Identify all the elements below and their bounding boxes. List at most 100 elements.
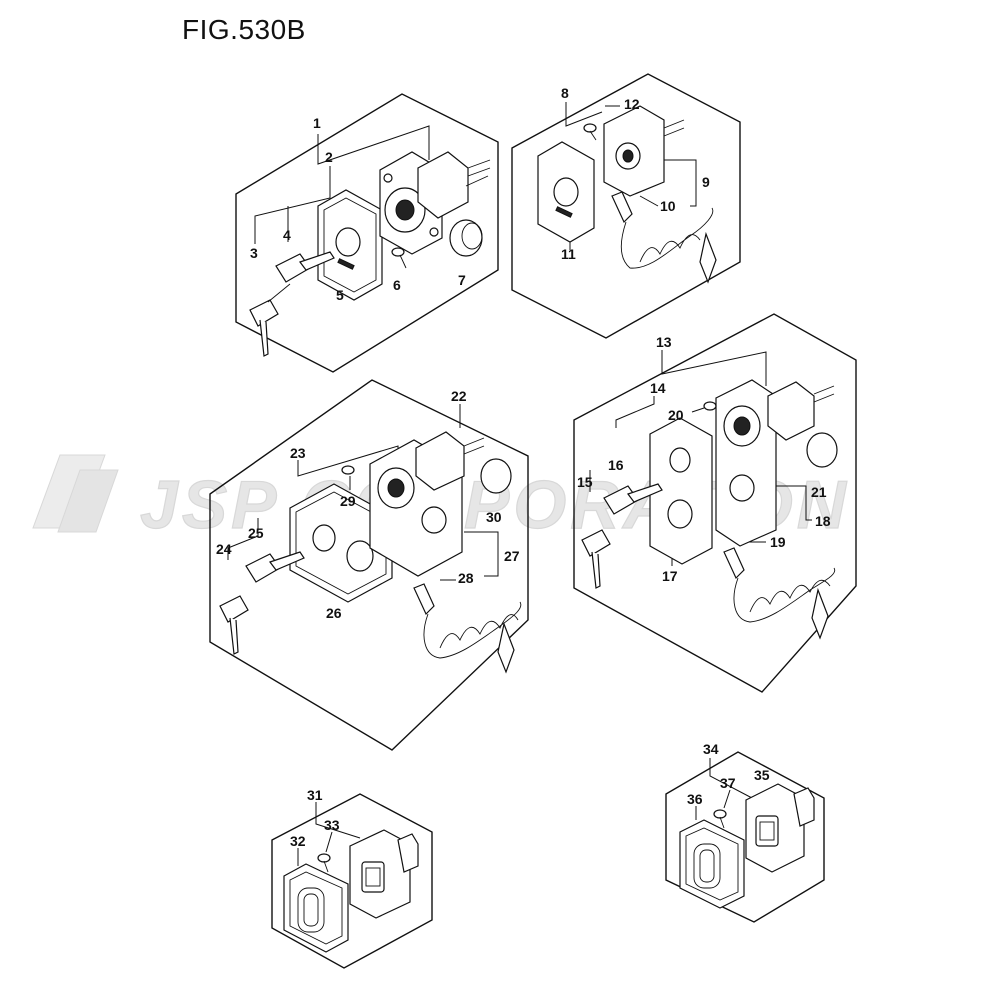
callout-12: 12 <box>624 96 640 112</box>
switch-panel <box>317 189 383 301</box>
callout-8: 8 <box>561 85 569 101</box>
callout-34: 34 <box>703 741 719 757</box>
switch-body <box>349 829 419 919</box>
group-1-frame <box>235 93 499 373</box>
callout-number: 1 <box>313 115 321 131</box>
assembly-group-1: 1 2 3 4 5 6 7 <box>235 93 499 373</box>
callout-29: 29 <box>340 493 356 509</box>
screw <box>341 465 355 475</box>
callout-21: 21 <box>811 484 827 500</box>
callout-19: 19 <box>770 534 786 550</box>
switch-panel <box>283 863 349 953</box>
switch-panel <box>649 417 713 565</box>
callout-14: 14 <box>650 380 666 396</box>
assembly-group-22: 22 23 24 25 26 27 28 29 30 <box>209 379 529 751</box>
switch-cap <box>449 219 483 257</box>
switch-cap <box>480 458 512 494</box>
callout-number: 4 <box>283 227 291 243</box>
callout-33: 33 <box>324 817 340 833</box>
callout-36: 36 <box>687 791 703 807</box>
callout-number: 37 <box>720 775 736 791</box>
callout-number: 29 <box>340 493 356 509</box>
callout-3: 3 <box>250 245 258 261</box>
lanyard-cord <box>413 583 522 674</box>
screw <box>317 853 331 873</box>
callout-number: 23 <box>290 445 306 461</box>
callout-37: 37 <box>720 775 736 791</box>
callout-7: 7 <box>458 272 466 288</box>
callout-26: 26 <box>326 605 342 621</box>
callout-number: 20 <box>668 407 684 423</box>
callout-15: 15 <box>577 474 593 490</box>
callout-number: 11 <box>561 246 576 262</box>
callout-16: 16 <box>608 457 624 473</box>
group-8-frame <box>511 73 741 339</box>
lanyard-cord <box>723 547 836 640</box>
callout-13: 13 <box>656 334 672 350</box>
stop-switch-body <box>603 105 685 197</box>
callout-number: 24 <box>216 541 232 557</box>
switch-panel <box>537 141 595 243</box>
screw <box>583 123 597 141</box>
lanyard-cord <box>611 191 717 284</box>
callout-number: 9 <box>702 174 710 190</box>
callout-number: 8 <box>561 85 569 101</box>
callout-4: 4 <box>283 227 291 243</box>
callout-number: 14 <box>650 380 666 396</box>
key-set <box>581 483 663 589</box>
callout-number: 12 <box>624 96 640 112</box>
switch-panel <box>679 819 745 909</box>
screw <box>713 809 727 829</box>
callout-28: 28 <box>458 570 474 586</box>
callout-number: 33 <box>324 817 340 833</box>
callout-number: 22 <box>451 388 467 404</box>
group-34-frame <box>665 751 825 923</box>
callout-31: 31 <box>307 787 323 803</box>
callout-number: 34 <box>703 741 719 757</box>
callout-number: 17 <box>662 568 678 584</box>
callout-11: 11 <box>561 246 576 262</box>
callout-22: 22 <box>451 388 467 404</box>
figure-title: FIG.530B <box>182 14 306 45</box>
switch-cap <box>806 432 838 468</box>
callout-number: 28 <box>458 570 474 586</box>
callout-number: 32 <box>290 833 306 849</box>
callout-number: 30 <box>486 509 502 525</box>
callout-18: 18 <box>815 513 831 529</box>
callout-number: 27 <box>504 548 520 564</box>
callout-35: 35 <box>754 767 770 783</box>
screw <box>703 401 717 411</box>
callout-number: 19 <box>770 534 786 550</box>
callout-number: 18 <box>815 513 831 529</box>
callout-10: 10 <box>660 198 676 214</box>
callout-30: 30 <box>486 509 502 525</box>
callout-9: 9 <box>702 174 710 190</box>
callout-number: 21 <box>811 484 827 500</box>
callout-6: 6 <box>393 277 401 293</box>
callout-number: 26 <box>326 605 342 621</box>
callout-1: 1 <box>313 115 321 131</box>
callout-27: 27 <box>504 548 520 564</box>
switch-body <box>745 783 815 873</box>
callout-20: 20 <box>668 407 684 423</box>
callout-23: 23 <box>290 445 306 461</box>
screw <box>391 247 407 269</box>
callout-number: 7 <box>458 272 466 288</box>
callout-number: 2 <box>325 149 333 165</box>
callout-number: 10 <box>660 198 676 214</box>
group-22-frame <box>209 379 529 751</box>
callout-number: 15 <box>577 474 593 490</box>
key-stop-switch-body <box>369 431 485 577</box>
callout-17: 17 <box>662 568 678 584</box>
callout-24: 24 <box>216 541 232 557</box>
callout-number: 35 <box>754 767 770 783</box>
callout-2: 2 <box>325 149 333 165</box>
callout-number: 36 <box>687 791 703 807</box>
callout-number: 31 <box>307 787 323 803</box>
key-set <box>219 551 305 655</box>
group-13-frame <box>573 313 857 693</box>
callout-number: 25 <box>248 525 264 541</box>
callout-number: 5 <box>336 287 344 303</box>
